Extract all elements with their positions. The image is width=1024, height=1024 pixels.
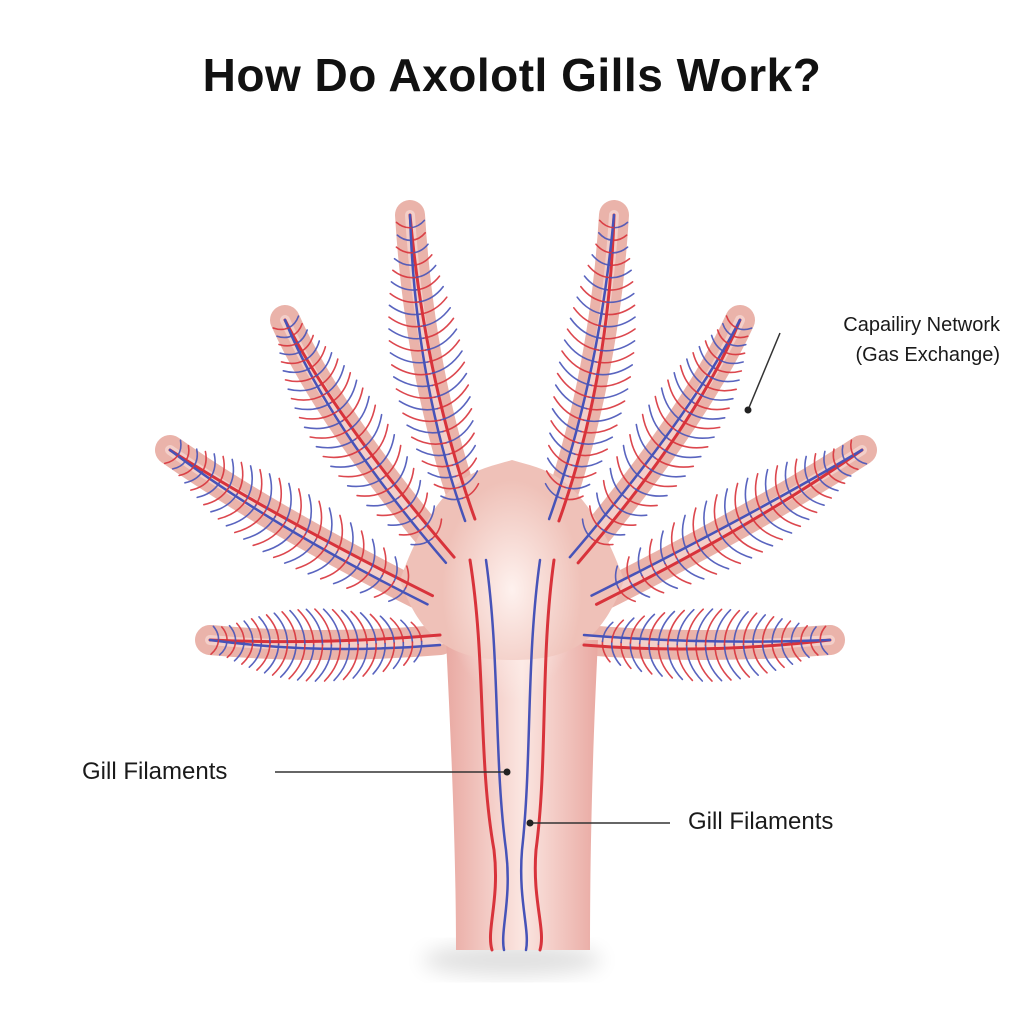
label-capillary-line1: Capailiry Network: [790, 310, 1000, 340]
label-capillary-network: Capailiry Network (Gas Exchange): [790, 310, 1000, 370]
leader-capillary: [748, 333, 780, 410]
label-capillary-line2: (Gas Exchange): [790, 340, 1000, 370]
leader-dot-capillary: [745, 407, 752, 414]
label-gill-filaments-right: Gill Filaments: [688, 808, 833, 836]
leader-dot-left: [504, 769, 511, 776]
leader-dot-right: [527, 820, 534, 827]
label-gill-filaments-left: Gill Filaments: [82, 758, 227, 786]
